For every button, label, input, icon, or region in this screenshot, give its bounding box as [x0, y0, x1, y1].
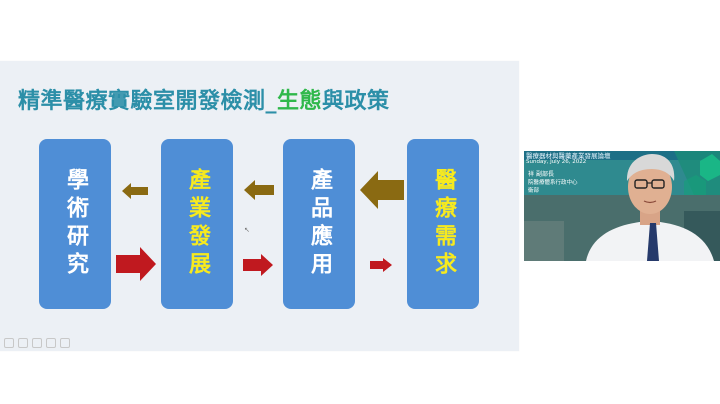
speaker-title: 副部長 [535, 171, 554, 178]
box-medical-needs-label: 醫療需求 [431, 168, 456, 280]
arrow-left-icon [244, 180, 274, 200]
box-medical-needs: 醫療需求 [407, 139, 479, 309]
title-highlight: 生態 [277, 89, 323, 114]
arrow-left-icon [360, 171, 404, 209]
box-academic-research-label: 學術研究 [63, 168, 88, 280]
box-industry-development: 產業發展 [161, 139, 233, 309]
speaker-name: 祥 [528, 171, 535, 178]
presentation-slide: 精準醫療實驗室開發檢測_生態與政策 學術研究 產業發展 產品應用 醫療需求 ↖ [0, 61, 519, 351]
next-slide-icon[interactable] [18, 338, 28, 348]
box-product-application-label: 產品應用 [307, 168, 332, 280]
banner-title: 醫療器材與醫藥產業發展論壇 [526, 152, 611, 160]
slide-title: 精準醫療實驗室開發檢測_生態與政策 [18, 83, 390, 115]
title-part-2: 與政策 [322, 89, 390, 114]
speaker-org-line-2: 衛部 [528, 188, 540, 194]
speaker-org-line-1: 院醫療體系行政中心 [528, 180, 578, 186]
box-academic-research: 學術研究 [39, 139, 111, 309]
box-product-application: 產品應用 [283, 139, 355, 309]
arrow-left-icon [122, 183, 148, 199]
pen-icon[interactable] [32, 338, 42, 348]
arrow-right-icon [243, 254, 273, 276]
arrow-right-icon [116, 247, 156, 281]
slide-toolbar [4, 338, 70, 348]
speaker-name-tag: 祥 副部長 [528, 169, 554, 178]
banner-date: Sunday, July 26, 2022 [526, 159, 587, 165]
arrow-right-icon [370, 258, 392, 272]
more-icon[interactable] [60, 338, 70, 348]
mouse-cursor-icon: ↖ [244, 226, 250, 234]
zoom-icon[interactable] [46, 338, 56, 348]
box-industry-development-label: 產業發展 [185, 168, 210, 280]
prev-slide-icon[interactable] [4, 338, 14, 348]
speaker-figure [586, 154, 714, 261]
title-part-1: 精準醫療實驗室開發檢測_ [18, 89, 278, 114]
speaker-video-thumbnail[interactable]: 醫療器材與醫藥產業發展論壇 Sunday, July 26, 2022 祥 副部… [524, 151, 720, 261]
